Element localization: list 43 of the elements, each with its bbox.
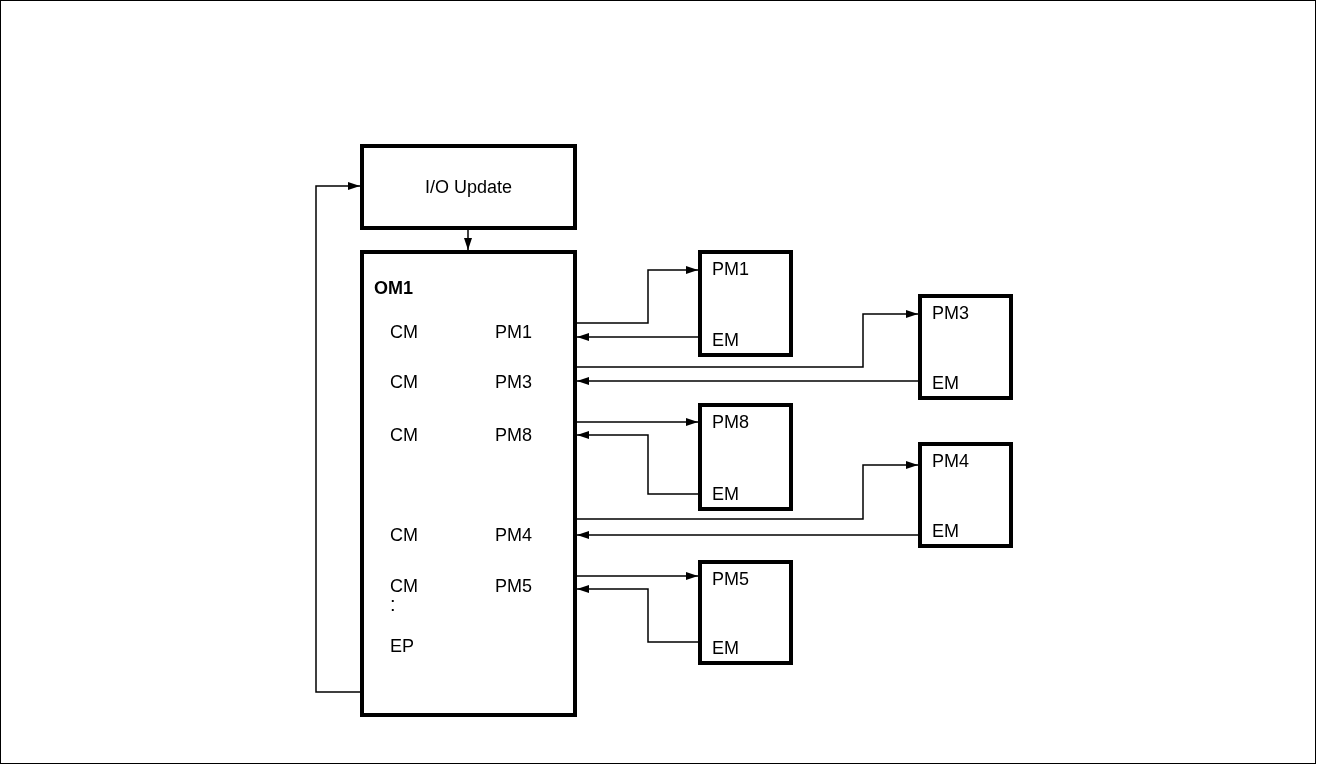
box-title: PM3 <box>932 303 969 323</box>
module-box <box>698 403 793 511</box>
module-label: EM <box>712 638 739 658</box>
module-box <box>918 294 1013 400</box>
module-label: PM4 <box>495 525 532 545</box>
box-title: PM8 <box>712 412 749 432</box>
arrow <box>576 585 699 643</box>
module-label: EM <box>932 521 959 541</box>
module-box <box>698 250 793 357</box>
arrow <box>576 377 919 385</box>
process-box <box>360 144 577 230</box>
box-title: PM4 <box>932 451 969 471</box>
arrow <box>576 418 699 426</box>
module-label: PM3 <box>495 372 532 392</box>
module-label: EM <box>932 373 959 393</box>
arrow <box>315 182 361 693</box>
arrow <box>576 572 699 580</box>
box-title: OM1 <box>374 278 413 298</box>
arrow <box>576 333 699 341</box>
arrow <box>576 531 919 539</box>
module-label: PM1 <box>495 322 532 342</box>
box-title: PM1 <box>712 259 749 279</box>
arrow <box>576 431 699 495</box>
module-label: : <box>390 597 396 611</box>
module-label: CM <box>390 576 418 596</box>
module-label: EM <box>712 330 739 350</box>
module-label: PM8 <box>495 425 532 445</box>
module-label: EP <box>390 636 414 656</box>
module-label: CM <box>390 372 418 392</box>
arrow <box>576 310 919 368</box>
box-title: PM5 <box>712 569 749 589</box>
arrow <box>464 229 472 251</box>
module-box <box>698 560 793 665</box>
module-box <box>360 250 577 717</box>
module-label: CM <box>390 525 418 545</box>
box-title: I/O Update <box>423 177 513 197</box>
module-label: CM <box>390 322 418 342</box>
module-label: CM <box>390 425 418 445</box>
module-label: PM5 <box>495 576 532 596</box>
module-label: EM <box>712 484 739 504</box>
arrow <box>576 461 919 520</box>
arrow <box>576 266 699 324</box>
module-box <box>918 442 1013 548</box>
